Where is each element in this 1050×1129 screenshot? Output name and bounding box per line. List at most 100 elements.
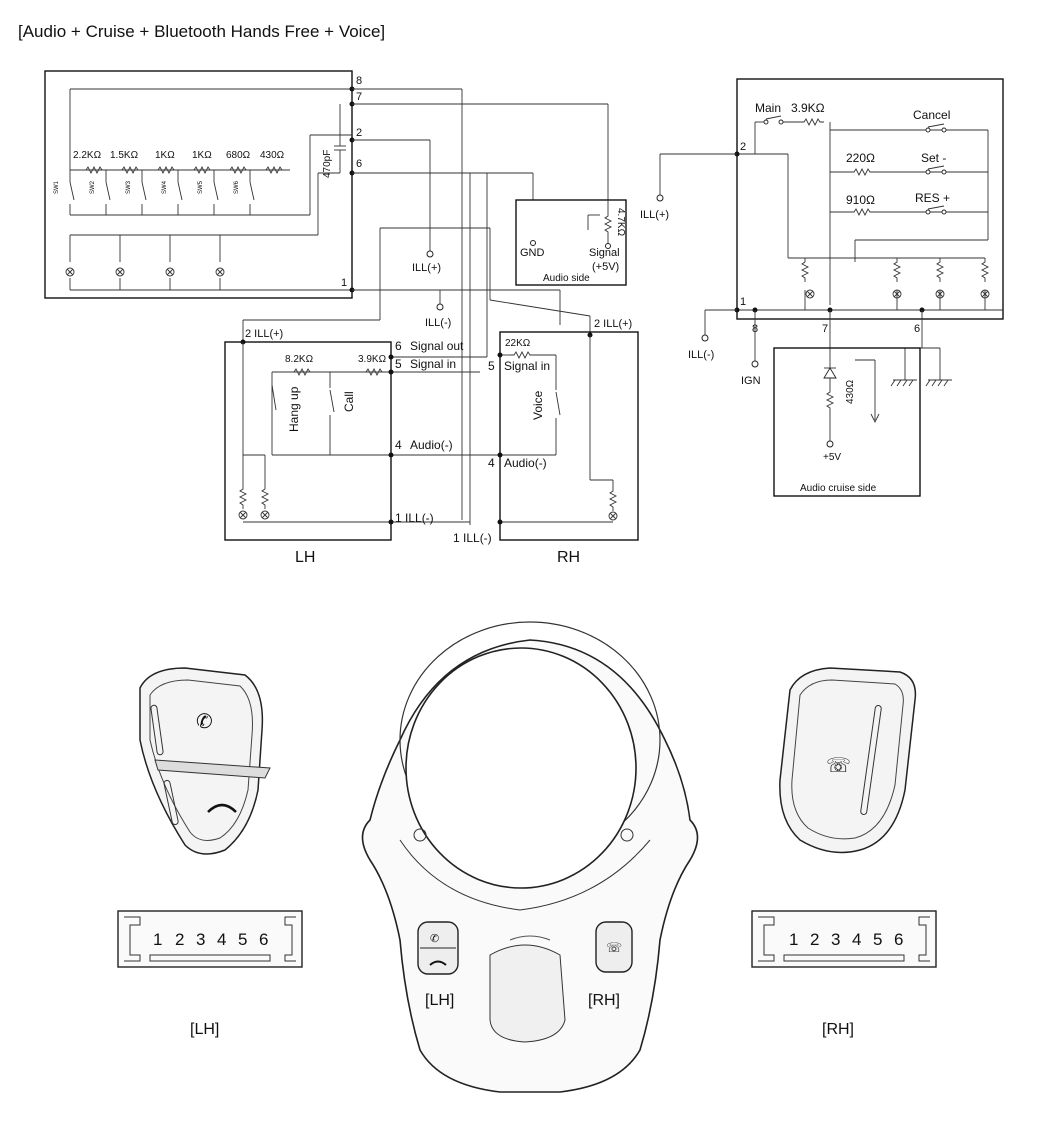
- cruise-plus5v: +5V: [823, 452, 841, 463]
- cruise-ign: IGN: [741, 375, 761, 387]
- cruise-ill-plus: ILL(+): [640, 209, 669, 221]
- phone-call-icon: ✆: [196, 711, 213, 733]
- cruise-pin6: 6: [914, 323, 920, 335]
- rh-ill-plus: 2 ILL(+): [594, 318, 632, 330]
- cruise-switch-module: Main 3.9KΩ Cancel 220Ω Set - 910Ω RES + …: [640, 78, 1004, 497]
- diagram-title: [Audio + Cruise + Bluetooth Hands Free +…: [18, 22, 385, 41]
- lh-r2: 3.9KΩ: [358, 354, 387, 365]
- audio-side-caption: Audio side: [543, 273, 590, 284]
- ill-plus-label: ILL(+): [412, 262, 441, 274]
- rh-connector-label: [RH]: [822, 1021, 854, 1038]
- audio-signal-voltage: (+5V): [592, 261, 619, 273]
- resistor-label-5: 680Ω: [226, 150, 251, 161]
- lamp-icon: [215, 267, 225, 277]
- left-switch-module: 2.2KΩ 1.5KΩ 1KΩ 1KΩ 680Ω 430Ω SW1 SW2 SW…: [44, 70, 362, 299]
- resistor-label-6: 430Ω: [260, 150, 285, 161]
- switch-label-6: SW6: [234, 180, 240, 194]
- lh-pin5: 5: [395, 357, 402, 371]
- rh-voice: Voice: [531, 390, 545, 420]
- lamp-icon: [65, 267, 75, 277]
- resistor-label-1: 2.2KΩ: [73, 150, 102, 161]
- resistor-label-2: 1.5KΩ: [110, 150, 139, 161]
- left-pin-6: 6: [356, 158, 362, 170]
- lh-signal-in: Signal in: [410, 357, 456, 371]
- audio-cruise-side-box: [773, 347, 921, 497]
- switch-label-5: SW5: [198, 180, 204, 194]
- cruise-res: RES +: [915, 191, 950, 205]
- cruise-pin2: 2: [740, 141, 746, 153]
- cruise-r430: 430Ω: [845, 379, 856, 404]
- cruise-ill-minus: ILL(-): [688, 349, 714, 361]
- bottom-ill-minus: 1 ILL(-): [453, 531, 492, 545]
- switch-label-4: SW4: [162, 180, 168, 194]
- rh-connector-pin-3: 3: [831, 930, 840, 949]
- rh-connector-pin-2: 2: [810, 930, 819, 949]
- voice-command-icon: ☏: [826, 755, 851, 777]
- lh-pin4: 4: [395, 438, 402, 452]
- wheel-rh-label: [RH]: [588, 992, 620, 1009]
- wheel-lh-label: [LH]: [425, 992, 454, 1009]
- lh-signal-out: Signal out: [410, 339, 464, 353]
- wheel-voice-icon: ☏: [606, 940, 622, 955]
- wheel-hang-up-icon: [429, 960, 447, 966]
- switch-label-2: SW2: [90, 180, 96, 194]
- left-pin-2: 2: [356, 127, 362, 139]
- cruise-main: Main: [755, 101, 781, 115]
- cruise-pin7: 7: [822, 323, 828, 335]
- lh-name: LH: [295, 549, 315, 566]
- lamp-icon: [238, 510, 248, 520]
- resistor-label-3: 1KΩ: [155, 150, 175, 161]
- ill-minus-label: ILL(-): [425, 317, 451, 329]
- lh-connector-label: [LH]: [190, 1021, 219, 1038]
- cruise-res-resistor: 910Ω: [846, 193, 875, 207]
- cruise-set: Set -: [921, 151, 946, 165]
- lamp-icon: [165, 267, 175, 277]
- steering-wheel-illustration: ✆ ☏: [361, 621, 699, 1093]
- rh-switch-illustration: ☏: [779, 667, 917, 854]
- audio-cruise-side-label: Audio cruise side: [800, 483, 877, 494]
- left-module-box: [44, 70, 353, 299]
- wheel-call-icon: ✆: [430, 933, 439, 945]
- lamp-icon: [115, 267, 125, 277]
- rh-connector-pin-4: 4: [852, 930, 861, 949]
- audio-side-box: GND 4.7KΩ Signal (+5V) Audio side: [515, 199, 627, 286]
- lh-r1: 8.2KΩ: [285, 354, 314, 365]
- rh-connector-pin-5: 5: [873, 930, 882, 949]
- rh-connector: 1 2 3 4 5 6: [751, 910, 937, 968]
- lh-connector: 1 2 3 4 5 6: [117, 910, 303, 968]
- left-pin-7: 7: [356, 91, 362, 103]
- audio-signal-label: Signal: [589, 247, 620, 259]
- rh-signal-in: Signal in: [504, 359, 550, 373]
- rh-name: RH: [557, 549, 580, 566]
- lamp-icon: [805, 289, 815, 299]
- resistor-label-4: 1KΩ: [192, 150, 212, 161]
- capacitor-label: 470pF: [322, 150, 333, 178]
- rh-r1: 22KΩ: [505, 338, 531, 349]
- lh-switch-schematic: 2 ILL(+) 8.2KΩ 3.9KΩ: [224, 328, 500, 566]
- lh-call: Call: [342, 391, 356, 412]
- cruise-pin1: 1: [740, 296, 746, 308]
- lh-connector-pin-6: 6: [259, 930, 268, 949]
- lh-audio-minus: Audio(-): [410, 438, 453, 452]
- cruise-set-resistor: 220Ω: [846, 151, 875, 165]
- lh-connector-pin-5: 5: [238, 930, 247, 949]
- lh-connector-pin-3: 3: [196, 930, 205, 949]
- rh-pin4: 4: [488, 456, 495, 470]
- lamp-icon: [260, 510, 270, 520]
- lh-connector-pin-2: 2: [175, 930, 184, 949]
- left-pin-1: 1: [341, 277, 347, 289]
- hang-up-icon: [207, 803, 237, 813]
- left-pin-8: 8: [356, 75, 362, 87]
- cruise-main-resistor: 3.9KΩ: [791, 101, 825, 115]
- lamp-icon: [608, 511, 618, 521]
- lh-ill-minus: 1 ILL(-): [395, 511, 434, 525]
- lh-ill-plus: 2 ILL(+): [245, 328, 283, 340]
- audio-gnd-label: GND: [520, 247, 545, 259]
- lh-pin6: 6: [395, 339, 402, 353]
- rh-audio-minus: Audio(-): [504, 456, 547, 470]
- rh-connector-pin-6: 6: [894, 930, 903, 949]
- switch-label-3: SW3: [126, 180, 132, 194]
- cruise-cancel: Cancel: [913, 108, 950, 122]
